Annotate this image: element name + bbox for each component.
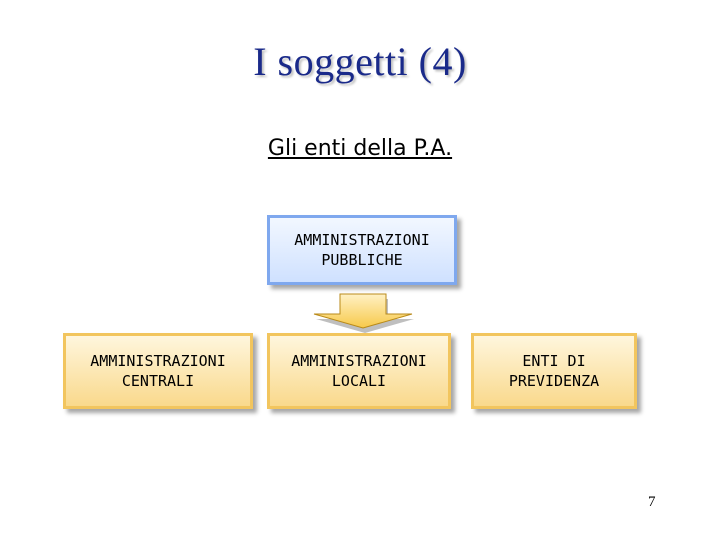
child-node-box: AMMINISTRAZIONI LOCALI [267, 333, 451, 409]
down-arrow-icon [313, 293, 414, 333]
slide-subtitle: Gli enti della P.A. [267, 136, 453, 161]
child-node-box: ENTI DI PREVIDENZA [471, 333, 637, 409]
slide-title: I soggetti (4) [253, 39, 467, 84]
child-node-box: AMMINISTRAZIONI CENTRALI [63, 333, 253, 409]
page-number: 7 [648, 494, 656, 510]
child-node-label: ENTI DI PREVIDENZA [508, 352, 600, 390]
root-node-box: AMMINISTRAZIONI PUBBLICHE [267, 215, 457, 285]
child-node-label: AMMINISTRAZIONI CENTRALI [90, 352, 226, 390]
child-node-label: AMMINISTRAZIONI LOCALI [291, 352, 427, 390]
root-node-label: AMMINISTRAZIONI PUBBLICHE [294, 231, 430, 269]
